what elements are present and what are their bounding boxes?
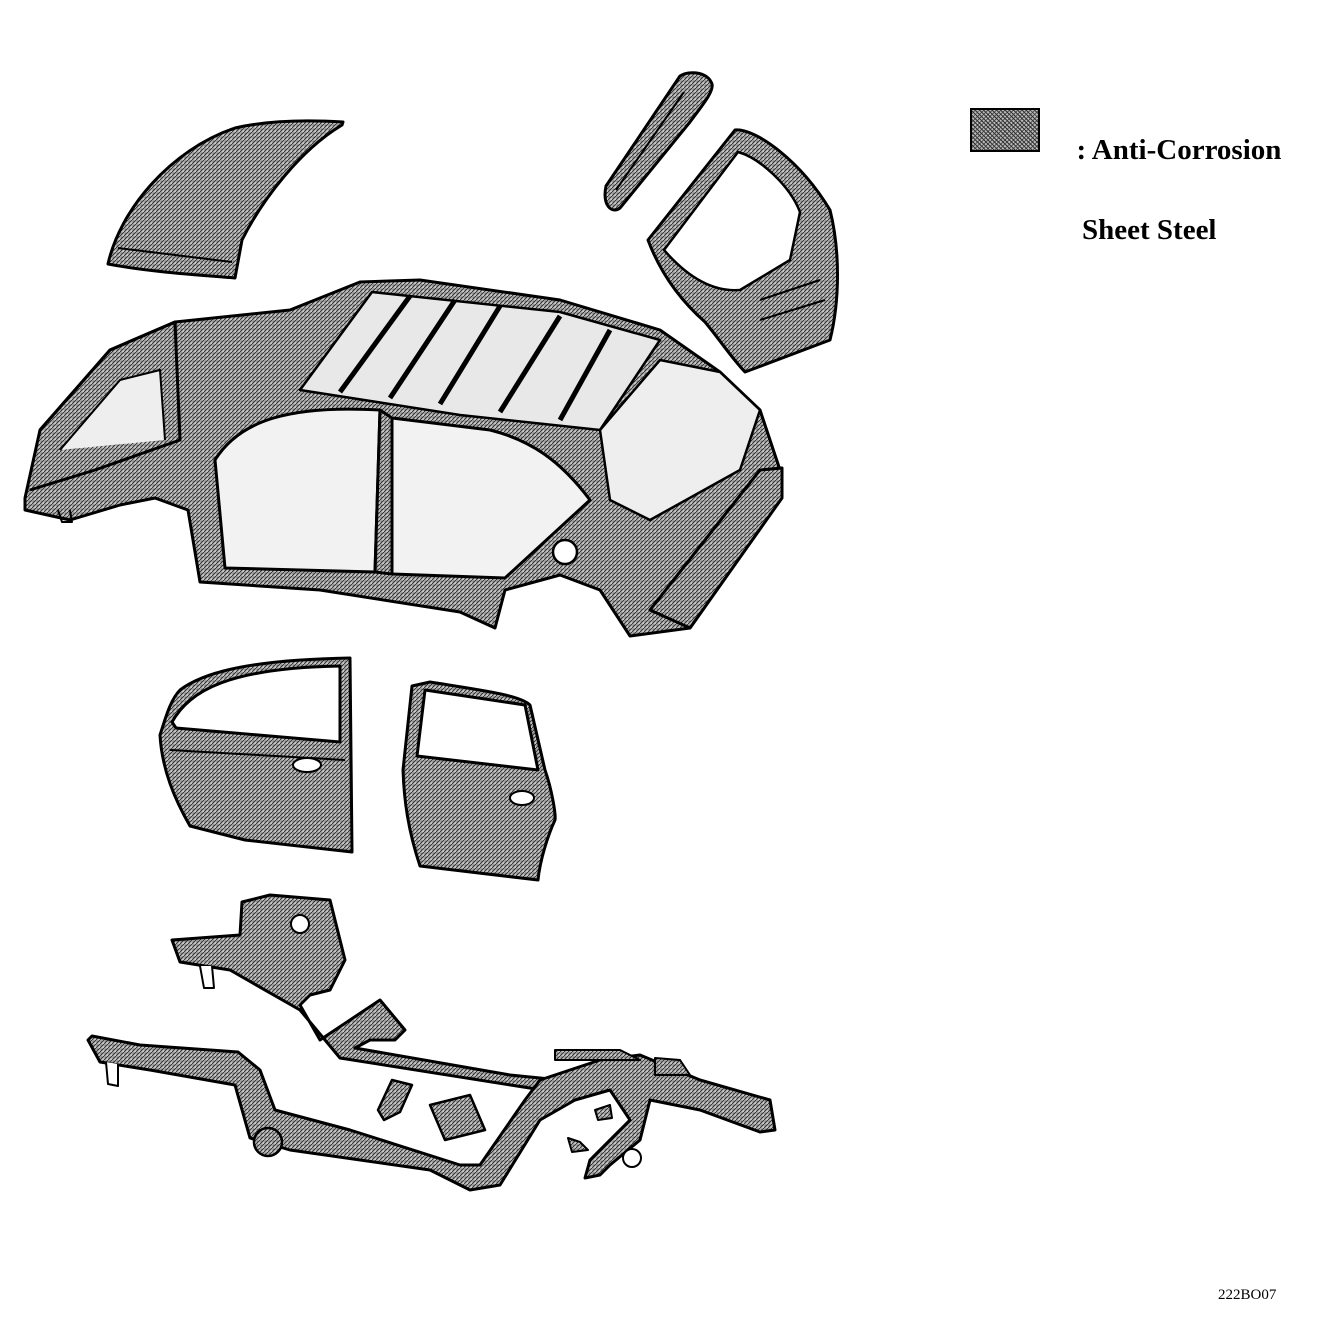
front-door bbox=[158, 656, 354, 854]
lower-underbody-frame bbox=[86, 1034, 777, 1192]
legend-line-2: Sheet Steel bbox=[1082, 214, 1217, 246]
front-underbody-frame bbox=[170, 893, 562, 1094]
hood bbox=[106, 119, 345, 280]
body-shell bbox=[23, 278, 784, 638]
legend-line-1: : Anti-Corrosion bbox=[1076, 134, 1282, 166]
figure-code: 222BO07 bbox=[1218, 1287, 1277, 1303]
liftgate-glass-panel bbox=[603, 71, 714, 212]
legend-label: : Anti-Corrosion Sheet Steel bbox=[1062, 90, 1282, 290]
rear-door bbox=[401, 680, 557, 882]
liftgate bbox=[646, 128, 839, 374]
legend-swatch bbox=[970, 108, 1040, 152]
